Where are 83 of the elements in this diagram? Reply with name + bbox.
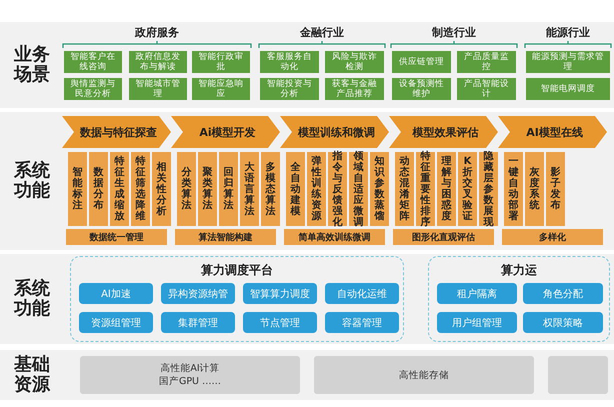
row-label: 系统功能 <box>12 279 51 319</box>
function-column: 全自动建模 <box>286 152 305 226</box>
footer-bar: 多样化 <box>502 229 603 245</box>
function-column: K折交叉验证 <box>458 152 477 226</box>
scenario-box: 客服服务自动化 <box>260 51 319 73</box>
function-column: 隐藏层参数展现 <box>479 152 498 226</box>
function-column: 一键自动部署 <box>504 152 523 226</box>
panel-heading: 算力运 <box>500 262 538 279</box>
function-column: 指令与反馈强化 <box>328 152 347 226</box>
function-column: 聚类算法 <box>198 152 217 226</box>
row-band <box>0 22 614 108</box>
resource-box <box>314 356 534 394</box>
footer-bar: 数据统一管理 <box>66 229 167 245</box>
resource-title: 高性能AI计算 <box>160 362 220 375</box>
function-column: 理解与困惑度 <box>437 152 456 226</box>
function-box: 权限策略 <box>523 312 603 333</box>
function-box: 角色分配 <box>523 283 603 304</box>
group-heading: 能源行业 <box>545 26 591 40</box>
function-column: 多模态算法 <box>261 152 280 226</box>
chevron-banner: 模型效果评估 <box>389 116 498 148</box>
row-band <box>0 350 614 400</box>
function-box: 自动化运维 <box>325 283 399 304</box>
function-column: 回归算法 <box>219 152 238 226</box>
footer-bar: 算法智能构建 <box>175 229 276 245</box>
chevron-banner: 模型训练和微调 <box>280 116 389 148</box>
panel-heading: 算力调度平台 <box>200 262 274 279</box>
scenario-box: 智能电网调度 <box>526 78 610 100</box>
scenario-box: 风险与欺诈检测 <box>325 51 384 73</box>
dashed-panel <box>428 256 610 342</box>
function-column: 大语言算法 <box>240 152 259 226</box>
chevron-banner: AI模型在线 <box>498 116 607 148</box>
function-box: 用户组管理 <box>437 312 517 333</box>
scenario-box: 获客与金融产品推荐 <box>325 78 384 100</box>
scenario-box: 设备预测性维护 <box>392 78 451 100</box>
scenario-box: 产品智能设计 <box>457 78 516 100</box>
group-heading: 金融行业 <box>298 26 345 40</box>
function-box: 异构资源纳管 <box>161 283 235 304</box>
function-column: 影子发布 <box>546 152 565 226</box>
function-box: 资源组管理 <box>79 312 153 333</box>
function-column: 数据分布 <box>89 152 108 226</box>
row-band <box>0 254 614 344</box>
function-column: 知识参数蒸馏 <box>370 152 389 226</box>
function-box: 租户隔离 <box>437 283 517 304</box>
chevron-banner: 数据与特征探查 <box>62 116 171 148</box>
footer-bar: 简单高效训练微调 <box>284 229 385 245</box>
scenario-box: 能源预测与需求管理 <box>526 51 610 73</box>
function-box: 集群管理 <box>161 312 235 333</box>
row-label: 业务场景 <box>12 45 51 85</box>
function-box: 智算算力调度 <box>243 283 317 304</box>
chevron-banner: Ai模型开发 <box>171 116 280 148</box>
group-heading: 制造行业 <box>430 26 477 40</box>
scenario-box: 智能城市管理 <box>129 78 187 100</box>
scenario-box: 供应链管理 <box>392 51 451 73</box>
function-column: 特征生成缩放 <box>110 152 129 226</box>
function-column: 动态混淆矩阵 <box>395 152 414 226</box>
function-box: 节点管理 <box>243 312 317 333</box>
function-column: 分类算法 <box>177 152 196 226</box>
dashed-panel <box>70 256 404 342</box>
scenario-box: 政府信息发布与解读 <box>129 51 187 73</box>
scenario-box: 产品质量监控 <box>457 51 516 73</box>
function-column: 灰度系统 <box>525 152 544 226</box>
scenario-box: 智能客户在线咨询 <box>64 51 122 73</box>
row-band <box>0 112 614 250</box>
row-label: 系统功能 <box>12 161 51 201</box>
resource-box <box>548 356 608 394</box>
resource-detail: 国产GPU …… <box>158 375 222 388</box>
function-column: 特征重要性排序 <box>416 152 435 226</box>
scenario-box: 舆情监测与民意分析 <box>64 78 122 100</box>
function-box: 容器管理 <box>325 312 399 333</box>
function-column: 领域自适应微调 <box>349 152 368 226</box>
function-column: 特征筛选降维 <box>131 152 150 226</box>
scenario-box: 智能行政审批 <box>192 51 250 73</box>
scenario-box: 智能应急响应 <box>192 78 250 100</box>
scenario-box: 智能投资与分析 <box>260 78 319 100</box>
function-column: 弹性训练资源 <box>307 152 326 226</box>
footer-bar: 图形化直观评估 <box>393 229 494 245</box>
function-box: AI加速 <box>79 283 153 304</box>
group-heading: 政府服务 <box>134 26 180 40</box>
row-label: 基础资源 <box>13 355 52 395</box>
function-column: 智能标注 <box>68 152 87 226</box>
function-column: 相关性分析 <box>152 152 171 226</box>
resource-box <box>80 356 300 394</box>
resource-title: 高性能存储 <box>399 368 449 382</box>
